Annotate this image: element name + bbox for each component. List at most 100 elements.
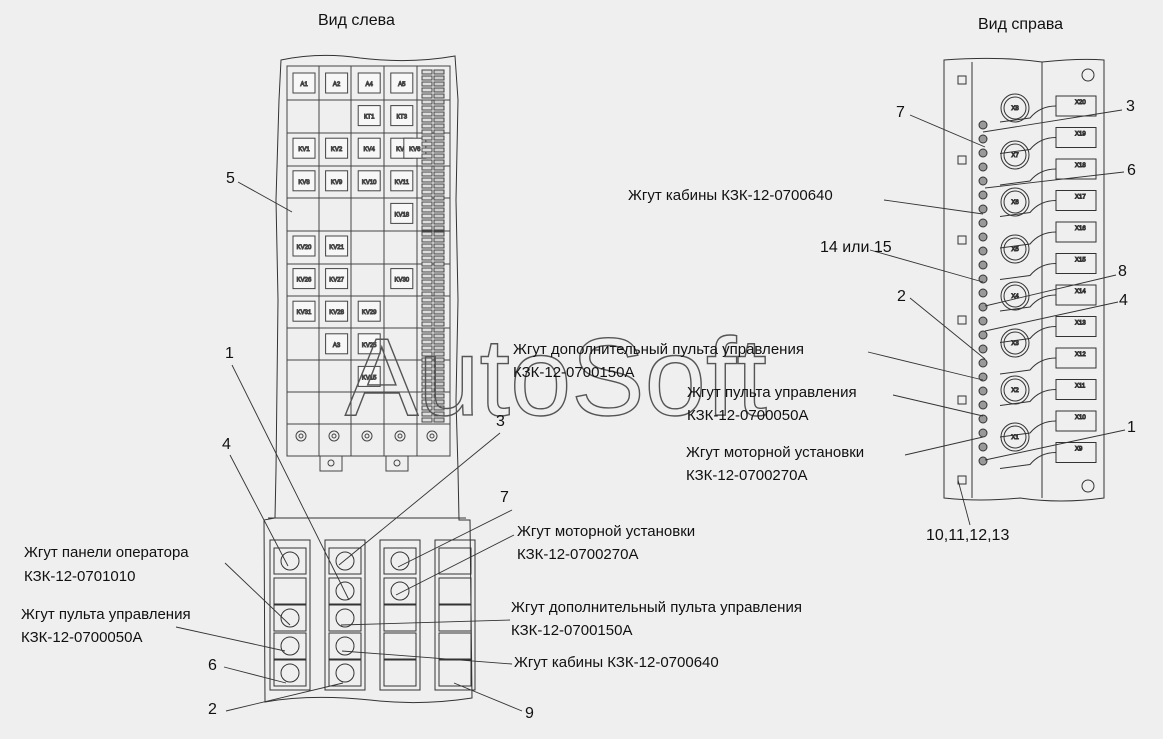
grommet xyxy=(978,442,988,452)
terminal xyxy=(433,357,445,363)
terminal xyxy=(433,243,445,249)
callout-7-left: 7 xyxy=(500,489,509,506)
terminal xyxy=(433,393,445,399)
terminal xyxy=(433,129,445,135)
terminal xyxy=(433,105,445,111)
wire xyxy=(999,294,1057,312)
relay-label: KV10 xyxy=(362,180,377,186)
label-console-right-1: Жгут пульта управления xyxy=(687,384,857,401)
callout-1-right: 1 xyxy=(1127,419,1136,436)
socket xyxy=(1055,95,1097,117)
terminal xyxy=(433,345,445,351)
terminal xyxy=(421,99,433,105)
terminal xyxy=(433,87,445,93)
leader-line xyxy=(340,619,511,626)
terminal xyxy=(421,81,433,87)
callout-5: 5 xyxy=(226,170,235,187)
leader-line xyxy=(984,301,1119,332)
socket xyxy=(1055,190,1097,211)
label-console-left-1: Жгут пульта управления xyxy=(21,606,191,623)
relay xyxy=(292,300,316,322)
connector xyxy=(335,663,355,683)
relay-label: А5 xyxy=(398,82,406,88)
label-additional-right-1: Жгут дополнительный пульта управления xyxy=(513,341,804,358)
terminal xyxy=(433,279,445,285)
connector-label: Х8 xyxy=(1011,106,1019,112)
terminal xyxy=(421,219,433,225)
terminal xyxy=(421,333,433,339)
terminal xyxy=(433,399,445,405)
terminal xyxy=(421,243,433,249)
terminal xyxy=(433,291,445,297)
callout-3-left: 3 xyxy=(496,413,505,430)
socket xyxy=(1055,410,1097,432)
grommet xyxy=(978,120,988,130)
terminal xyxy=(421,315,433,321)
connector-label: Х3 xyxy=(1011,341,1019,347)
wire xyxy=(999,420,1057,438)
grommet xyxy=(978,414,988,424)
socket-label: Х20 xyxy=(1075,100,1086,106)
grommet xyxy=(978,456,988,466)
terminal xyxy=(421,105,433,111)
terminal xyxy=(421,69,433,75)
leader-line xyxy=(883,199,984,215)
terminal xyxy=(433,153,445,159)
terminal xyxy=(433,309,445,315)
right-view-panel: Х8Х7Х6Х5Х4Х3Х2Х1Х20Х19Х18Х17Х16Х15Х14Х13… xyxy=(943,57,1105,502)
terminal xyxy=(433,273,445,279)
label-additional-left-2: КЗК-12-0700150А xyxy=(511,622,633,639)
terminal xyxy=(421,291,433,297)
relay-label: KV6 xyxy=(409,147,421,153)
grommet xyxy=(978,134,988,144)
socket xyxy=(1055,221,1097,243)
connector-column: Х8Х7Х6Х5Х4Х3Х2Х1Х20Х19Х18Х17Х16Х15Х14Х13… xyxy=(957,75,1097,485)
fuse xyxy=(426,430,438,442)
socket xyxy=(328,659,362,687)
socket xyxy=(383,577,417,605)
relay xyxy=(325,300,349,322)
terminal xyxy=(421,189,433,195)
socket xyxy=(383,659,417,687)
leader-line xyxy=(231,364,350,601)
grommet xyxy=(978,162,988,172)
terminal xyxy=(433,219,445,225)
leader-line xyxy=(904,436,984,456)
leader-line xyxy=(892,394,984,417)
right-view-title: Вид справа xyxy=(978,16,1064,33)
wire xyxy=(999,389,1057,406)
leader-line xyxy=(453,682,523,712)
callout-7-right: 7 xyxy=(896,104,905,121)
relay-label: KV25 xyxy=(362,343,377,349)
terminal xyxy=(421,357,433,363)
connector xyxy=(280,636,300,656)
relay-label: А2 xyxy=(333,82,341,88)
leader-line xyxy=(397,509,513,568)
leader-line xyxy=(341,650,513,665)
socket xyxy=(438,547,472,575)
socket xyxy=(383,604,417,632)
terminal xyxy=(433,333,445,339)
terminal xyxy=(433,405,445,411)
leader-line xyxy=(867,351,984,381)
leader-lines xyxy=(175,109,1126,712)
bracket xyxy=(385,455,409,472)
terminal xyxy=(421,363,433,369)
terminal xyxy=(421,201,433,207)
terminal xyxy=(421,249,433,255)
relay-label: KV4 xyxy=(364,147,376,153)
relay-label: KV9 xyxy=(331,180,343,186)
relay-label: KV2 xyxy=(331,147,343,153)
leader-line xyxy=(984,171,1125,189)
leader-line xyxy=(237,181,293,213)
terminal xyxy=(421,129,433,135)
label-cabin-right: Жгут кабины КЗК-12-0700640 xyxy=(628,187,833,204)
relay-label: KV8 xyxy=(298,180,310,186)
terminal xyxy=(433,111,445,117)
socket-label: Х18 xyxy=(1075,163,1086,169)
terminal xyxy=(421,153,433,159)
socket-label: Х10 xyxy=(1075,415,1086,421)
terminal xyxy=(433,381,445,387)
grommet xyxy=(978,386,988,396)
clip xyxy=(957,155,967,165)
